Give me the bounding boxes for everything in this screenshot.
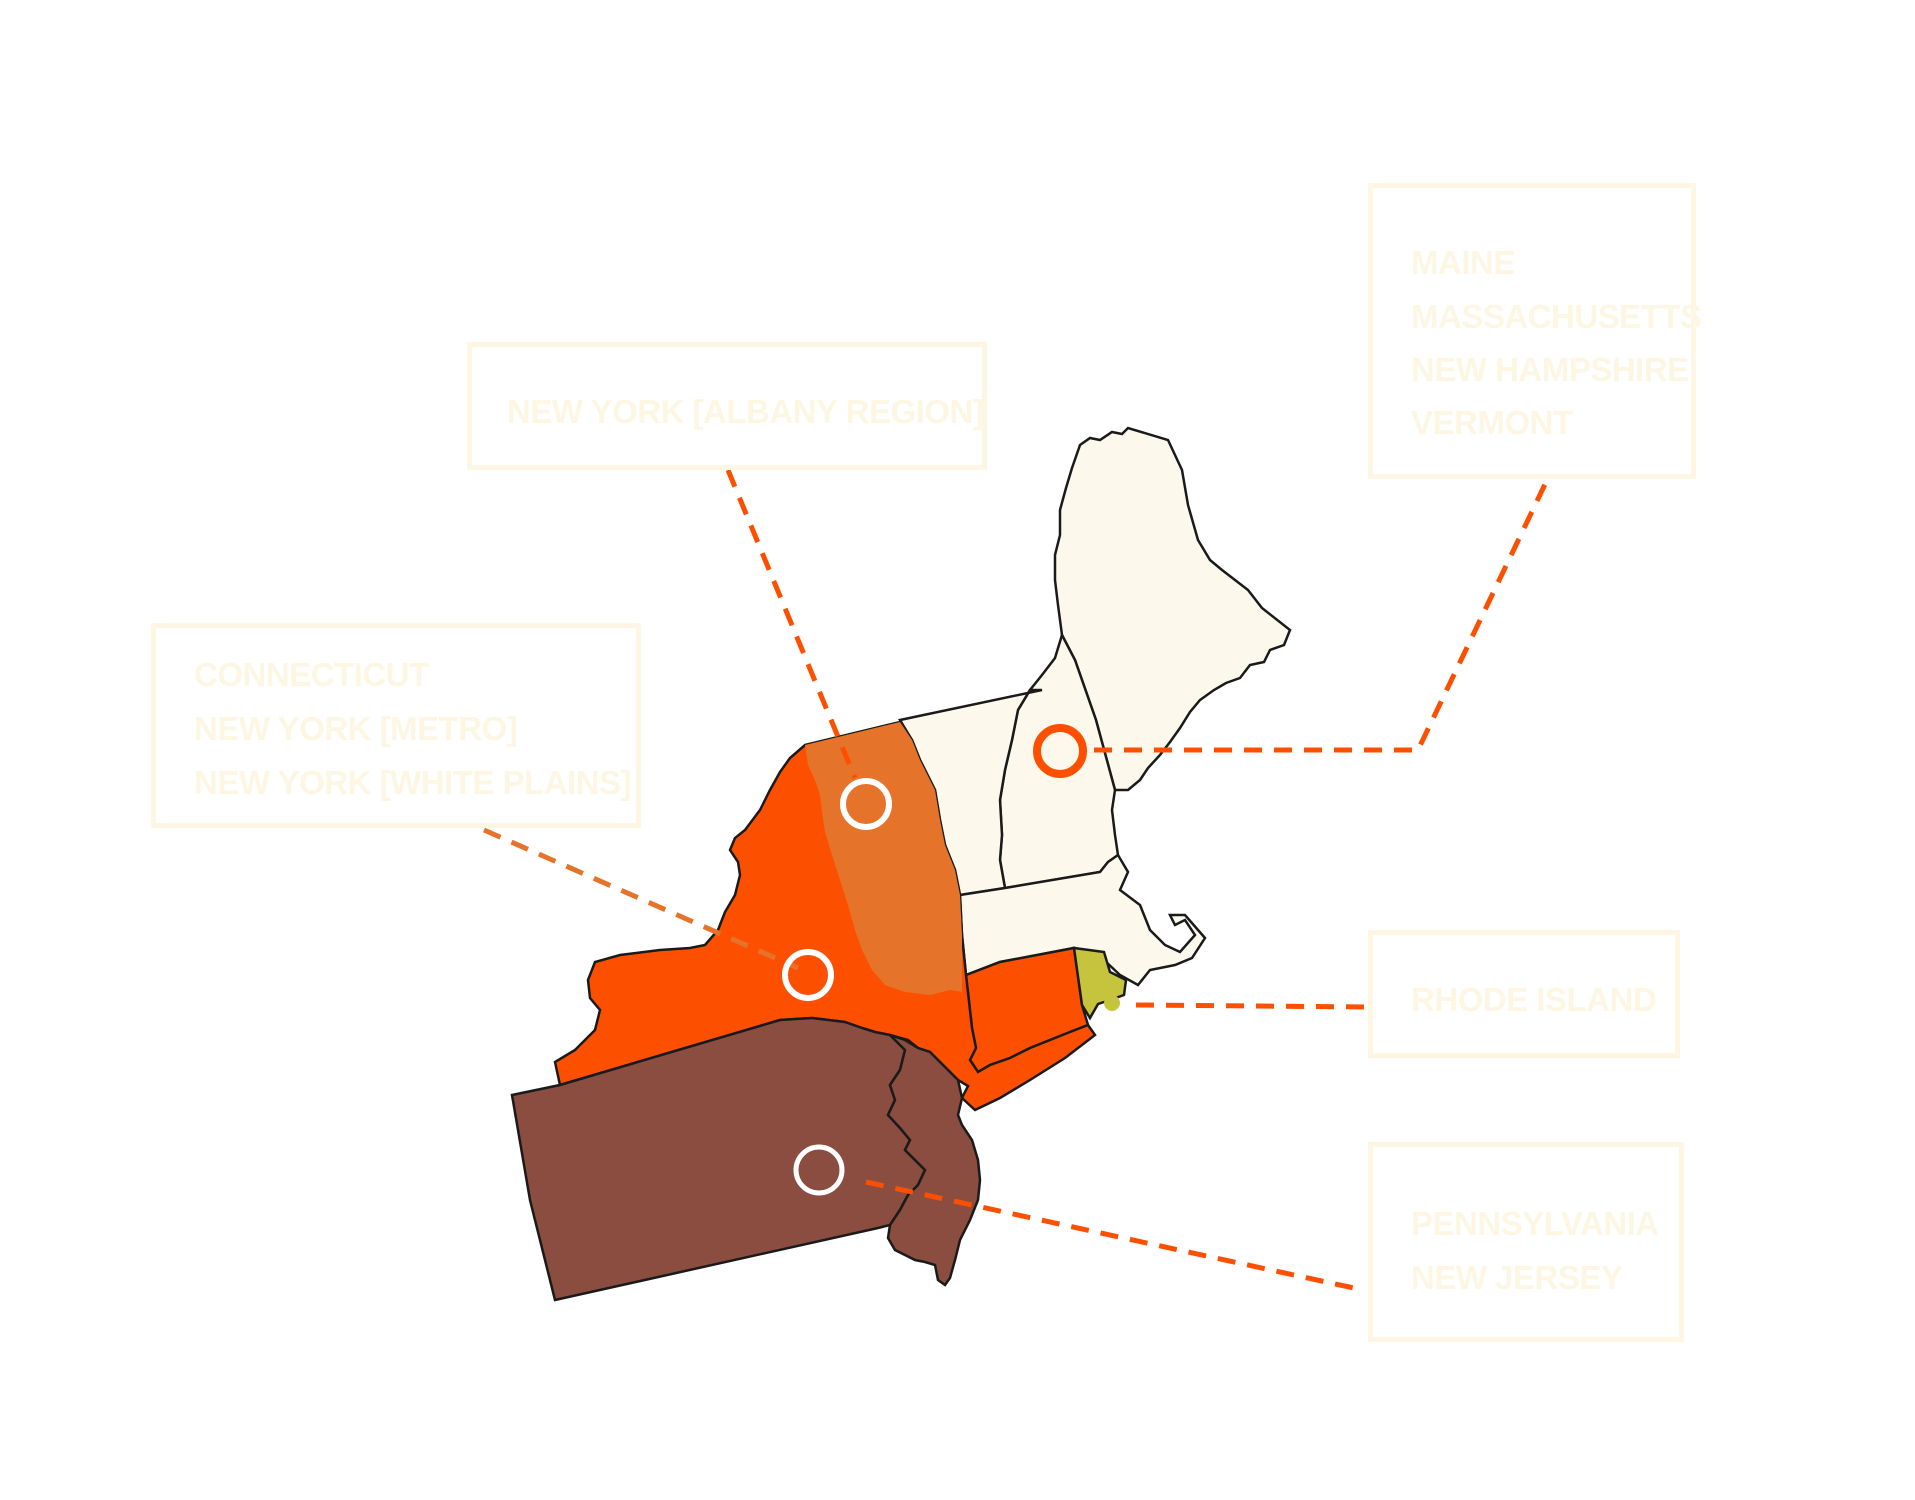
label-box-metro: CONNECTICUT NEW YORK [METRO] NEW YORK [W… (151, 623, 641, 828)
label-albany-line-1: NEW YORK [ALBANY REGION] (507, 393, 984, 430)
label-new-england-line-4: VERMONT (1411, 404, 1573, 441)
label-penn-nj-line-2: NEW JERSEY (1411, 1259, 1623, 1296)
block-island-marker (1104, 995, 1120, 1011)
leader-line-penn-nj (865, 1179, 1364, 1293)
state-maine[interactable] (1053, 426, 1292, 792)
label-new-england-line-1: MAINE (1411, 244, 1515, 281)
marker-metro[interactable] (782, 949, 834, 1001)
label-box-penn-nj: PENNSYLVANIA NEW JERSEY (1368, 1142, 1684, 1342)
leader-line-new-england (1094, 476, 1551, 753)
label-rhode-island-line-1: RHODE ISLAND (1411, 981, 1657, 1018)
label-new-england-line-3: NEW HAMPSHIRE (1411, 351, 1689, 388)
label-metro-line-1: CONNECTICUT (194, 656, 429, 693)
leader-line-albany (725, 469, 858, 779)
marker-albany[interactable] (840, 778, 892, 830)
label-new-england-line-2: MASSACHUSETTS (1411, 298, 1702, 335)
leader-line-metro (482, 827, 800, 971)
label-box-albany: NEW YORK [ALBANY REGION] (467, 342, 987, 470)
label-metro-line-3: NEW YORK [WHITE PLAINS] (194, 764, 632, 801)
label-penn-nj-line-1: PENNSYLVANIA (1411, 1205, 1659, 1242)
label-box-new-england: MAINE MASSACHUSETTS NEW HAMPSHIRE VERMON… (1368, 183, 1702, 479)
leader-lines (482, 469, 1551, 1293)
label-metro-line-2: NEW YORK [METRO] (194, 710, 518, 747)
marker-penn-nj[interactable] (793, 1144, 845, 1196)
leader-line-rhode-island (1135, 1002, 1369, 1010)
marker-new-england[interactable] (1033, 724, 1087, 778)
label-box-rhode-island: RHODE ISLAND (1368, 930, 1680, 1058)
state-new-jersey[interactable] (886, 1033, 982, 1287)
